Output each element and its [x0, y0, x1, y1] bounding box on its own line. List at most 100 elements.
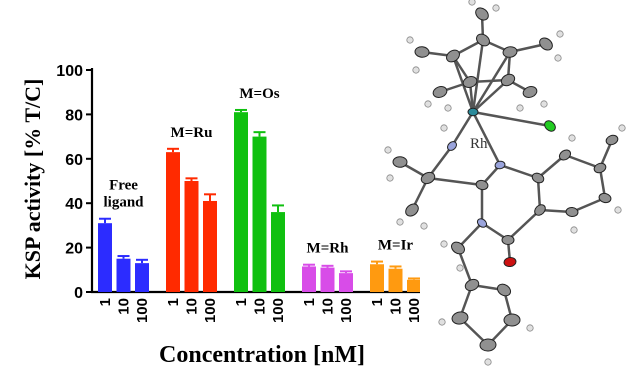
bar	[135, 263, 149, 292]
x-tick-label: 1	[233, 298, 250, 306]
carbon-atom	[451, 311, 469, 325]
bond	[471, 39, 485, 113]
carbon-atom	[501, 234, 515, 246]
y-axis-label: KSP activity [% T/C]	[20, 79, 45, 280]
hydrogen-atom	[556, 30, 564, 38]
hydrogen-atom	[526, 324, 534, 332]
x-tick-label: 1	[97, 298, 114, 306]
x-tick-label: 10	[320, 298, 337, 315]
hydrogen-atom	[384, 146, 392, 154]
hydrogen-atom	[440, 240, 448, 248]
y-tick-label: 20	[65, 241, 83, 258]
bond	[472, 110, 551, 128]
x-axis-label: Concentration [nM]	[159, 342, 365, 366]
carbon-atom	[605, 134, 619, 146]
group-label: M=Os	[239, 86, 279, 102]
hydrogen-atom	[406, 36, 414, 44]
carbon-atom	[558, 149, 572, 161]
x-tick-label: 10	[388, 298, 405, 315]
bar	[234, 112, 248, 293]
bar	[271, 212, 285, 292]
hydrogen-atom	[614, 206, 622, 214]
y-tick-label: 0	[74, 285, 83, 302]
bond	[564, 153, 601, 170]
carbon-atom	[531, 172, 545, 184]
hydrogen-atom	[444, 104, 452, 112]
hydrogen-atom	[386, 174, 394, 182]
carbon-atom	[446, 49, 460, 63]
x-tick-label: 100	[202, 298, 219, 323]
carbon-atom	[496, 283, 512, 297]
bond	[450, 111, 475, 147]
bar	[116, 258, 131, 292]
hydrogen-atom	[554, 54, 562, 62]
bar	[184, 181, 199, 292]
carbon-atom	[451, 241, 465, 255]
carbon-atom	[475, 7, 489, 21]
nitrogen-atom	[447, 141, 457, 151]
chlorine-atom	[544, 120, 556, 132]
hydrogen-atom	[412, 66, 420, 74]
hydrogen-atom	[540, 100, 548, 108]
carbon-atom	[479, 338, 497, 352]
bar	[407, 279, 420, 292]
bar	[388, 268, 403, 292]
carbon-atom	[539, 37, 553, 51]
x-tick-label: 10	[184, 298, 201, 315]
hydrogen-atom	[468, 0, 476, 6]
y-tick-label: 80	[65, 107, 83, 124]
bar	[320, 267, 335, 292]
x-tick-label: 100	[406, 298, 420, 323]
x-tick-label: 10	[116, 298, 133, 315]
bond	[499, 163, 539, 180]
group-label: ligand	[103, 195, 144, 211]
hydrogen-atom	[424, 100, 432, 108]
x-tick-label: 1	[369, 298, 386, 306]
y-tick-label: 60	[65, 152, 83, 169]
metal-atom	[467, 107, 479, 117]
crystal-structure-image: Rh	[384, 0, 626, 366]
oxygen-atom	[503, 256, 517, 268]
molecule-atoms	[384, 0, 626, 366]
x-tick-label: 10	[252, 298, 269, 315]
bar	[203, 200, 217, 292]
carbon-atom	[462, 76, 478, 88]
x-tick-label: 1	[301, 298, 318, 306]
y-tick-label: 100	[56, 63, 83, 80]
hydrogen-atom	[568, 134, 576, 142]
carbon-atom	[414, 46, 430, 58]
carbon-atom	[534, 204, 546, 216]
carbon-atom	[500, 73, 516, 87]
bar	[302, 266, 316, 292]
nitrogen-atom	[494, 160, 506, 170]
bar	[339, 273, 353, 292]
bond	[471, 111, 502, 166]
carbon-atom	[503, 313, 521, 327]
nitrogen-atom	[476, 218, 488, 228]
hydrogen-atom	[420, 222, 428, 230]
carbon-atom	[420, 171, 436, 185]
x-tick-label: 100	[338, 298, 355, 323]
carbon-atom	[502, 46, 518, 58]
hydrogen-atom	[484, 358, 492, 366]
hydrogen-atom	[516, 104, 524, 112]
carbon-atom	[565, 206, 579, 218]
group-label: M=Rh	[307, 241, 350, 257]
bond	[427, 176, 483, 187]
x-tick-label: 100	[270, 298, 287, 323]
bond	[471, 51, 512, 113]
hydrogen-atom	[440, 124, 448, 132]
hydrogen-atom	[396, 218, 404, 226]
carbon-atom	[476, 33, 490, 47]
bar	[166, 152, 180, 292]
bond	[472, 79, 509, 113]
metal-label: Rh	[470, 136, 488, 152]
bar	[98, 223, 112, 292]
bar	[252, 136, 267, 292]
carbon-atom	[522, 86, 538, 98]
group-label: M=Ru	[171, 125, 213, 141]
hydrogen-atom	[492, 4, 500, 12]
carbon-atom	[464, 278, 480, 292]
